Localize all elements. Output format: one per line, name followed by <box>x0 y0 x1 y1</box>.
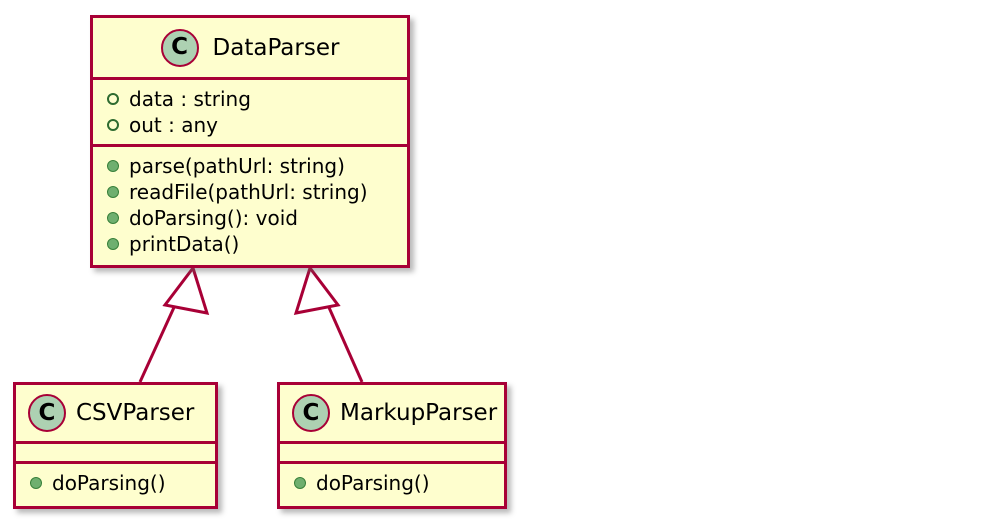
generalization-line-markupparser <box>325 302 364 383</box>
compartment-divider <box>280 441 504 444</box>
operation-row[interactable]: parse(pathUrl: string) <box>93 153 407 179</box>
operation-label: readFile(pathUrl: string) <box>129 180 368 204</box>
operations-compartment-markupparser: doParsing() <box>280 464 504 506</box>
operation-row[interactable]: readFile(pathUrl: string) <box>93 179 407 205</box>
inheritance-triangle-csvparser <box>162 264 210 315</box>
attribute-row[interactable]: data : string <box>93 86 407 112</box>
class-box-csvparser[interactable]: C CSVParser doParsing() <box>13 382 218 509</box>
class-title-markupparser: MarkupParser <box>340 400 498 426</box>
inheritance-triangle-markupparser <box>293 264 341 315</box>
compartment-divider <box>280 461 504 464</box>
public-visibility-icon <box>30 477 42 489</box>
compartment-divider <box>16 461 215 464</box>
attributes-compartment-markupparser <box>280 444 504 461</box>
class-stereotype-icon: C <box>28 394 66 432</box>
class-box-markupparser[interactable]: C MarkupParser doParsing() <box>277 382 507 509</box>
compartment-divider <box>16 441 215 444</box>
generalization-csvparser-to-dataparser <box>138 264 210 383</box>
generalization-markupparser-to-dataparser <box>293 264 364 383</box>
operation-label: doParsing() <box>316 471 430 495</box>
operations-compartment-dataparser: parse(pathUrl: string) readFile(pathUrl:… <box>93 147 407 265</box>
class-title-dataparser: DataParser <box>212 34 340 61</box>
compartment-divider <box>93 77 407 80</box>
attributes-compartment-csvparser <box>16 444 215 461</box>
attributes-compartment-dataparser: data : string out : any <box>93 80 407 144</box>
public-visibility-icon <box>107 160 119 172</box>
operation-label: parse(pathUrl: string) <box>129 154 345 178</box>
compartment-divider <box>93 144 407 147</box>
class-header-markupparser: C MarkupParser <box>280 385 504 441</box>
operations-compartment-csvparser: doParsing() <box>16 464 215 506</box>
public-visibility-icon <box>107 212 119 224</box>
class-stereotype-icon: C <box>292 394 330 432</box>
operation-row[interactable]: doParsing(): void <box>93 205 407 231</box>
class-title-csvparser: CSVParser <box>76 400 195 426</box>
generalization-line-csvparser <box>138 302 178 383</box>
operation-label: printData() <box>129 232 240 256</box>
class-box-dataparser[interactable]: C DataParser data : string out : any par… <box>90 15 410 268</box>
public-visibility-icon <box>294 477 306 489</box>
operation-label: doParsing() <box>52 471 166 495</box>
protected-visibility-icon <box>107 119 119 131</box>
protected-visibility-icon <box>107 93 119 105</box>
operation-row[interactable]: doParsing() <box>280 470 504 496</box>
public-visibility-icon <box>107 238 119 250</box>
operation-label: doParsing(): void <box>129 206 298 230</box>
class-stereotype-icon: C <box>160 28 199 67</box>
operation-row[interactable]: doParsing() <box>16 470 215 496</box>
operation-row[interactable]: printData() <box>93 231 407 257</box>
class-header-dataparser: C DataParser <box>93 18 407 77</box>
class-header-csvparser: C CSVParser <box>16 385 215 441</box>
attribute-label: out : any <box>129 113 218 137</box>
attribute-label: data : string <box>129 87 251 111</box>
public-visibility-icon <box>107 186 119 198</box>
attribute-row[interactable]: out : any <box>93 112 407 138</box>
